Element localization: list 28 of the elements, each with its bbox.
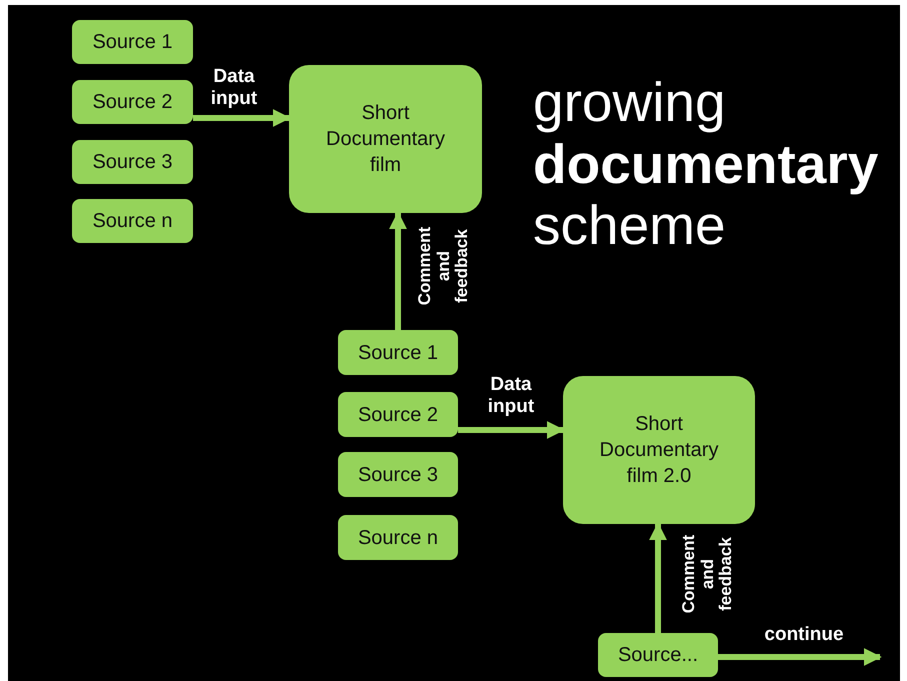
source-box bbox=[338, 392, 458, 437]
source-box bbox=[338, 330, 458, 375]
node-label: Short Documentary film 2.0 bbox=[598, 412, 720, 489]
node-label: Source n bbox=[92, 209, 173, 234]
node-label: Source 1 bbox=[92, 30, 173, 55]
arrow bbox=[649, 522, 667, 633]
node-label: Source n bbox=[358, 526, 438, 550]
node-label: Source 2 bbox=[92, 90, 173, 115]
source-box bbox=[598, 633, 718, 677]
node-label: Source 3 bbox=[92, 150, 173, 175]
source-box bbox=[72, 20, 193, 64]
source-box bbox=[338, 452, 458, 497]
node-label: Short Documentary film bbox=[325, 101, 446, 178]
film-box bbox=[289, 65, 482, 213]
source-box bbox=[72, 199, 193, 243]
arrow bbox=[389, 211, 407, 330]
arrow bbox=[718, 648, 882, 666]
arrow bbox=[458, 421, 565, 439]
source-box bbox=[338, 515, 458, 560]
node-label: Source... bbox=[618, 643, 698, 668]
node-label: Source 2 bbox=[358, 402, 438, 428]
node-label: Source 1 bbox=[358, 340, 438, 366]
title: growing documentary scheme bbox=[533, 72, 880, 257]
node-label: Source 3 bbox=[358, 462, 438, 488]
arrow bbox=[193, 109, 291, 127]
source-box bbox=[72, 80, 193, 124]
source-box bbox=[72, 140, 193, 184]
film-box bbox=[563, 376, 755, 524]
